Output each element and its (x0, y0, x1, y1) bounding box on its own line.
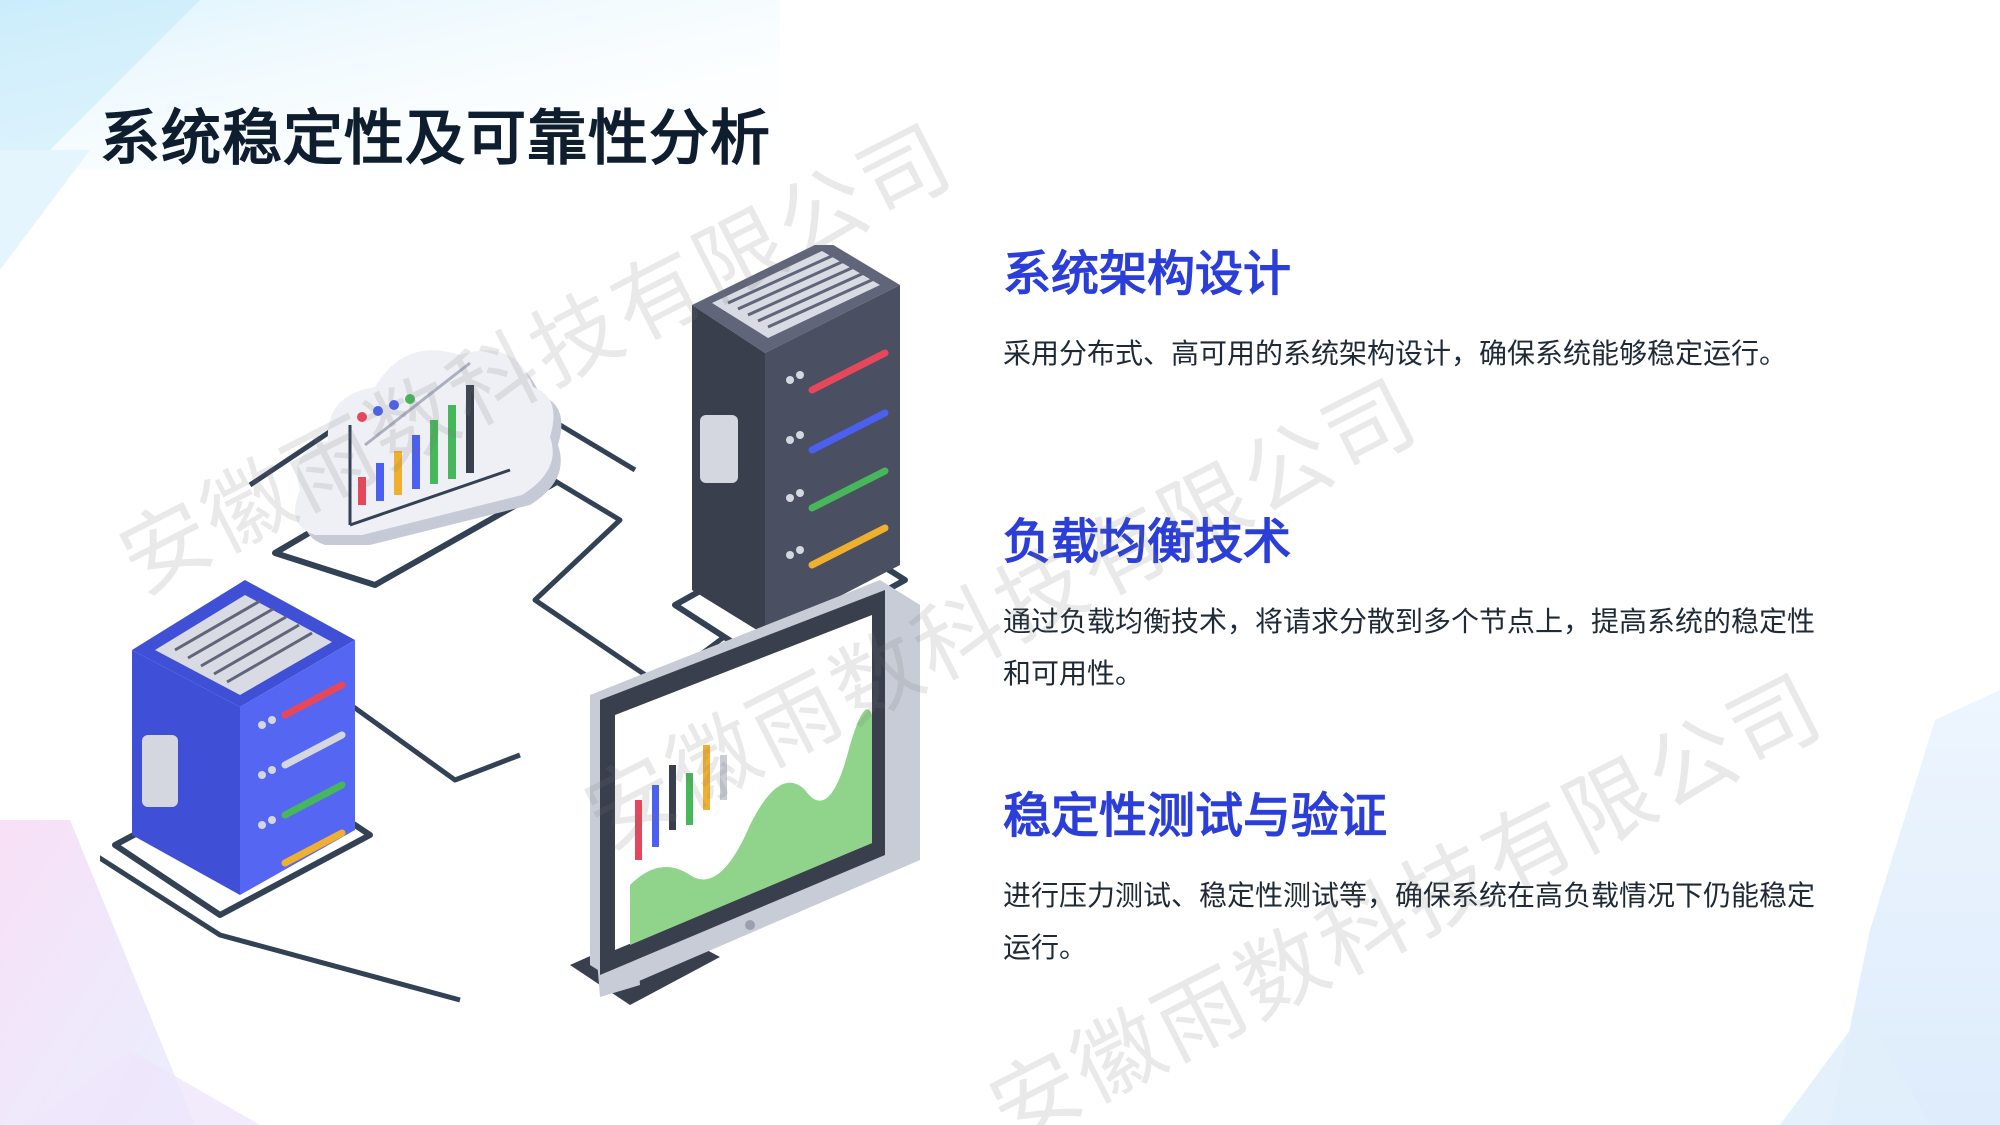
server-network-illustration (100, 245, 920, 1005)
section-load-balancing: 负载均衡技术 通过负载均衡技术，将请求分散到多个节点上，提高系统的稳定性和可用性… (1003, 510, 1823, 700)
monitor-chart-icon (570, 580, 920, 1005)
section-heading: 负载均衡技术 (1003, 514, 1292, 570)
blue-server-icon (112, 580, 373, 918)
section-text: 通过负载均衡技术，将请求分散到多个节点上，提高系统的稳定性和可用性。 (1003, 605, 1816, 690)
dark-server-icon (672, 245, 908, 663)
section-text: 采用分布式、高可用的系统架构设计，确保系统能够稳定运行。 (1003, 337, 1788, 370)
section-heading: 系统架构设计 (1003, 246, 1292, 302)
section-heading: 稳定性测试与验证 (1003, 788, 1388, 844)
section-text: 进行压力测试、稳定性测试等，确保系统在高负载情况下仍能稳定运行。 (1003, 879, 1816, 964)
cloud-chart-icon (272, 350, 562, 588)
page-title: 系统稳定性及可靠性分析 (100, 104, 771, 174)
section-stability-testing: 稳定性测试与验证 进行压力测试、稳定性测试等，确保系统在高负载情况下仍能稳定运行… (1003, 784, 1823, 974)
section-architecture: 系统架构设计 采用分布式、高可用的系统架构设计，确保系统能够稳定运行。 (1003, 242, 1823, 380)
